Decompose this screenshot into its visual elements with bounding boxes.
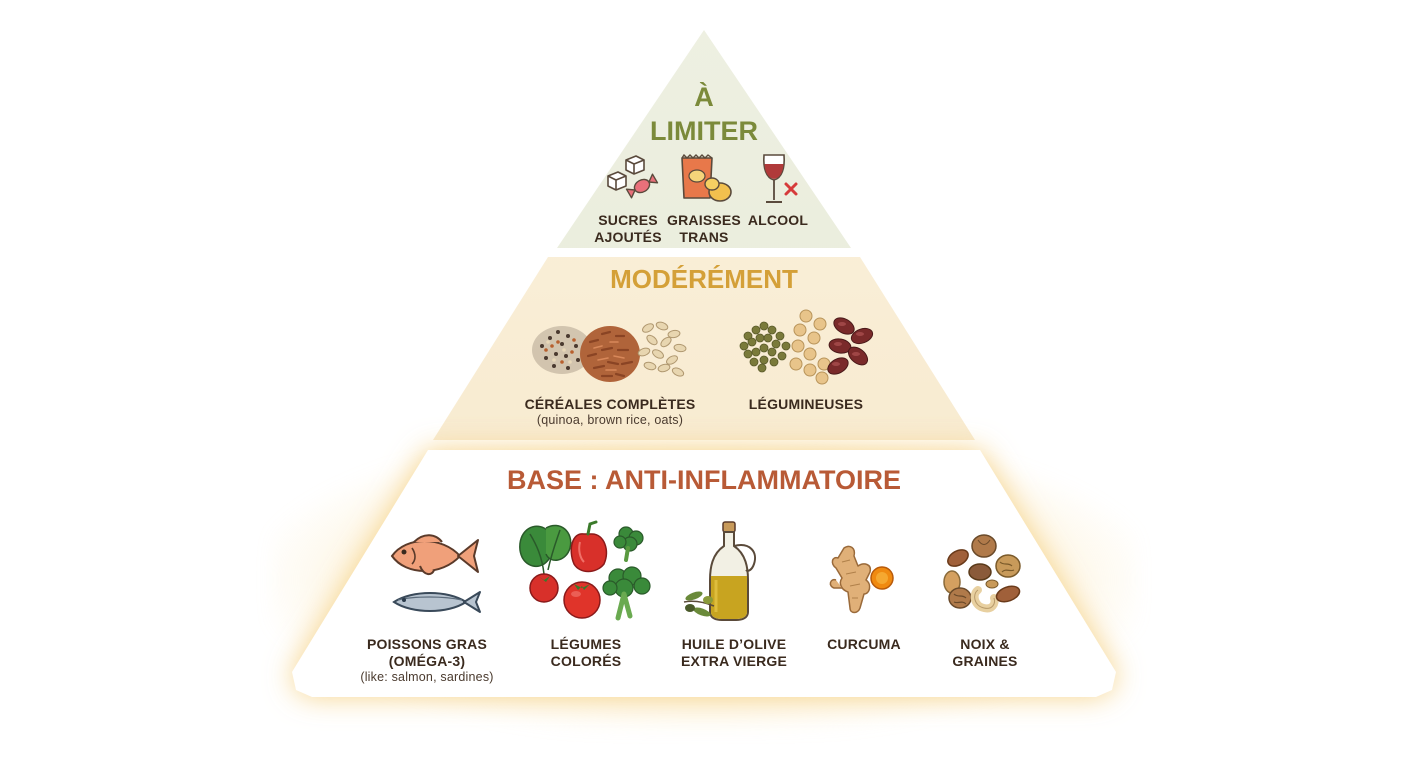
item-nuts-seeds-line2: GRAINES <box>952 653 1018 669</box>
vegetables-icon <box>519 520 651 621</box>
tier-limit-title-line2: LIMITER <box>650 116 758 146</box>
item-fatty-fish: POISSONS GRAS (OMÉGA-3) (like: salmon, s… <box>356 636 498 685</box>
tier-moderate-title: MODÉRÉMENT <box>610 264 798 294</box>
item-nuts-seeds-line1: NOIX & <box>960 636 1010 652</box>
item-turmeric: CURCUMA <box>806 636 922 653</box>
chips-bag-icon <box>681 154 732 202</box>
nuts-seeds-icon <box>943 534 1021 613</box>
legumes-icon <box>739 309 874 385</box>
fish-icon <box>390 534 481 613</box>
tier-limit-title: À LIMITER <box>604 80 804 148</box>
item-turmeric-line1: CURCUMA <box>827 636 901 652</box>
item-trans-fats-line1: GRAISSES <box>667 212 741 228</box>
item-nuts-seeds: NOIX & GRAINES <box>930 636 1040 670</box>
item-added-sugars: SUCRES AJOUTÉS <box>588 212 668 246</box>
item-alcohol-line1: ALCOOL <box>747 212 809 228</box>
sugar-cubes-candy-icon <box>607 155 659 199</box>
item-alcohol: ALCOOL <box>740 212 816 229</box>
turmeric-root-icon <box>829 545 894 614</box>
item-colorful-vegetables: LÉGUMES COLORÉS <box>530 636 642 670</box>
item-trans-fats: GRAISSES TRANS <box>664 212 744 246</box>
tier-base-title: BASE : ANTI-INFLAMMATOIRE <box>507 465 901 495</box>
wine-glass-icon <box>763 154 798 203</box>
item-added-sugars-line1: SUCRES <box>598 212 658 228</box>
item-added-sugars-line2: AJOUTÉS <box>594 229 662 245</box>
item-colorful-vegetables-line2: COLORÉS <box>550 653 622 669</box>
item-whole-grains: CÉRÉALES COMPLÈTES (quinoa, brown rice, … <box>500 396 720 428</box>
item-olive-oil-line2: EXTRA VIERGE <box>680 653 788 669</box>
item-trans-fats-line2: TRANS <box>679 229 729 245</box>
item-whole-grains-label: CÉRÉALES COMPLÈTES <box>524 396 696 412</box>
item-fatty-fish-line1: POISSONS GRAS <box>366 636 488 652</box>
tier-limit-title-line1: À <box>694 82 714 112</box>
item-legumes: LÉGUMINEUSES <box>748 396 864 412</box>
item-olive-oil-line1: HUILE D’OLIVE <box>681 636 787 652</box>
item-fatty-fish-sub: (like: salmon, sardines) <box>360 670 494 684</box>
item-fatty-fish-line2: (OMÉGA-3) <box>388 653 466 669</box>
item-colorful-vegetables-line1: LÉGUMES <box>550 636 622 652</box>
item-whole-grains-sub: (quinoa, brown rice, oats) <box>536 413 684 427</box>
item-olive-oil: HUILE D’OLIVE EXTRA VIERGE <box>664 636 804 670</box>
whole-grains-icon <box>532 321 687 382</box>
olive-oil-bottle-icon <box>683 521 756 621</box>
